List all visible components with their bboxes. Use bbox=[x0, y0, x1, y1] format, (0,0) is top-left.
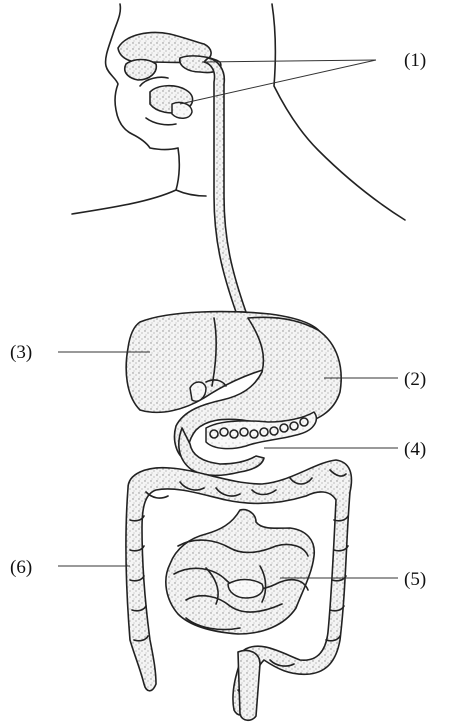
small-intestine bbox=[166, 510, 314, 634]
label-3: (3) bbox=[10, 342, 32, 363]
label-2: (2) bbox=[404, 369, 426, 390]
body-outline bbox=[72, 4, 405, 220]
oral-cavity bbox=[118, 33, 221, 125]
label-6: (6) bbox=[10, 557, 32, 578]
label-1: (1) bbox=[404, 50, 426, 71]
label-4: (4) bbox=[404, 439, 426, 460]
esophagus bbox=[204, 58, 246, 312]
leader-line-1a bbox=[202, 60, 376, 62]
rectum bbox=[238, 651, 260, 721]
label-5: (5) bbox=[404, 569, 426, 590]
